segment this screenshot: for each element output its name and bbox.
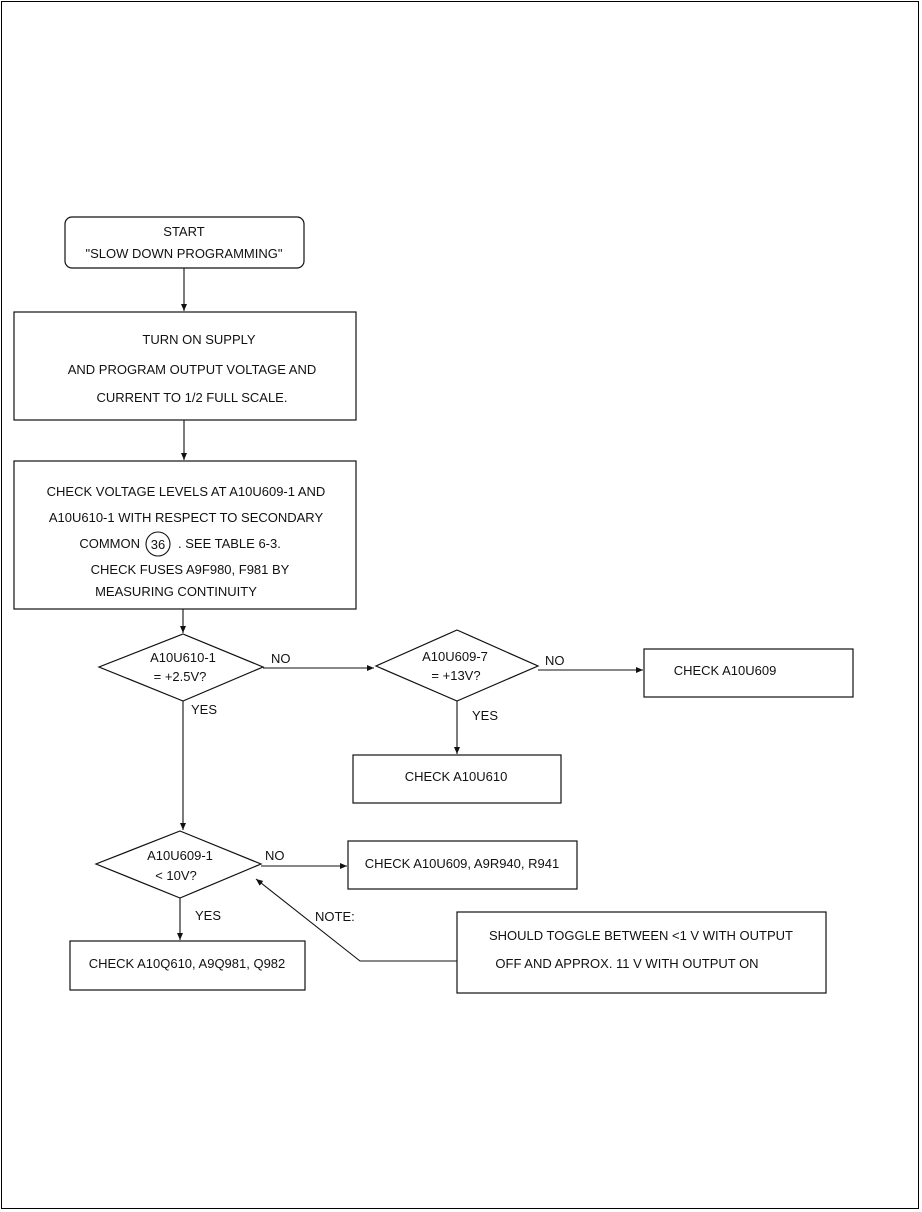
start-sublabel: "SLOW DOWN PROGRAMMING" [85,246,282,261]
check-a10u610-box: CHECK A10U610 [352,754,562,804]
check-levels-line1: CHECK VOLTAGE LEVELS AT A10U609-1 AND [47,484,326,499]
decision3-no-label: NO [265,848,285,863]
circled-reference-number: 36 [151,537,165,552]
note-box: SHOULD TOGGLE BETWEEN <1 V WITH OUTPUT O… [456,911,827,994]
circled-reference-icon [145,531,171,557]
decision1-no-label: NO [271,651,291,666]
check-levels-line2: A10U610-1 WITH RESPECT TO SECONDARY [49,510,324,525]
check-a10u609-a9r940-box: CHECK A10U609, A9R940, R941 [347,840,578,890]
decision-a10u610-1: A10U610-1 = +2.5V? [97,633,265,702]
check-levels-common: COMMON [79,536,140,551]
turn-on-line3: CURRENT TO 1/2 FULL SCALE. [97,390,288,405]
decision-a10u609-7: A10U609-7 = +13V? [374,629,540,702]
decision2-no-label: NO [545,653,565,668]
check-levels-line5: MEASURING CONTINUITY [95,584,257,599]
check-levels-line4: CHECK FUSES A9F980, F981 BY [91,562,290,577]
check-a10q610-label: CHECK A10Q610, A9Q981, Q982 [89,956,286,971]
check-a10u610-label: CHECK A10U610 [405,769,508,784]
turn-on-line2: AND PROGRAM OUTPUT VOLTAGE AND [68,362,316,377]
check-levels-see-table: . SEE TABLE 6-3. [178,536,281,551]
decision1-line2: = +2.5V? [154,669,207,684]
note-line2: OFF AND APPROX. 11 V WITH OUTPUT ON [495,956,758,971]
decision3-line1: A10U609-1 [147,848,213,863]
note-line1: SHOULD TOGGLE BETWEEN <1 V WITH OUTPUT [489,928,793,943]
decision2-line2: = +13V? [431,668,480,683]
decision2-line1: A10U609-7 [422,649,488,664]
check-voltage-levels-box: CHECK VOLTAGE LEVELS AT A10U609-1 AND A1… [13,460,357,610]
check-a10u609-label: CHECK A10U609 [674,663,777,678]
decision1-yes-label: YES [191,702,217,717]
turn-on-line1: TURN ON SUPPLY [142,332,255,347]
decision2-yes-label: YES [472,708,498,723]
decision-a10u609-1: A10U609-1 < 10V? [94,830,263,899]
decision3-line2: < 10V? [155,868,197,883]
decision1-line1: A10U610-1 [150,650,216,665]
note-pointer-arrow [255,878,457,962]
note-label: NOTE: [315,909,355,924]
start-node: START "SLOW DOWN PROGRAMMING" [64,216,305,269]
check-a10u609-box: CHECK A10U609 [643,648,854,698]
decision3-yes-label: YES [195,908,221,923]
start-label: START [163,224,204,239]
check-a10u609-a9r940-label: CHECK A10U609, A9R940, R941 [365,856,559,871]
turn-on-supply-box: TURN ON SUPPLY AND PROGRAM OUTPUT VOLTAG… [13,311,357,421]
check-a10q610-box: CHECK A10Q610, A9Q981, Q982 [69,940,306,991]
